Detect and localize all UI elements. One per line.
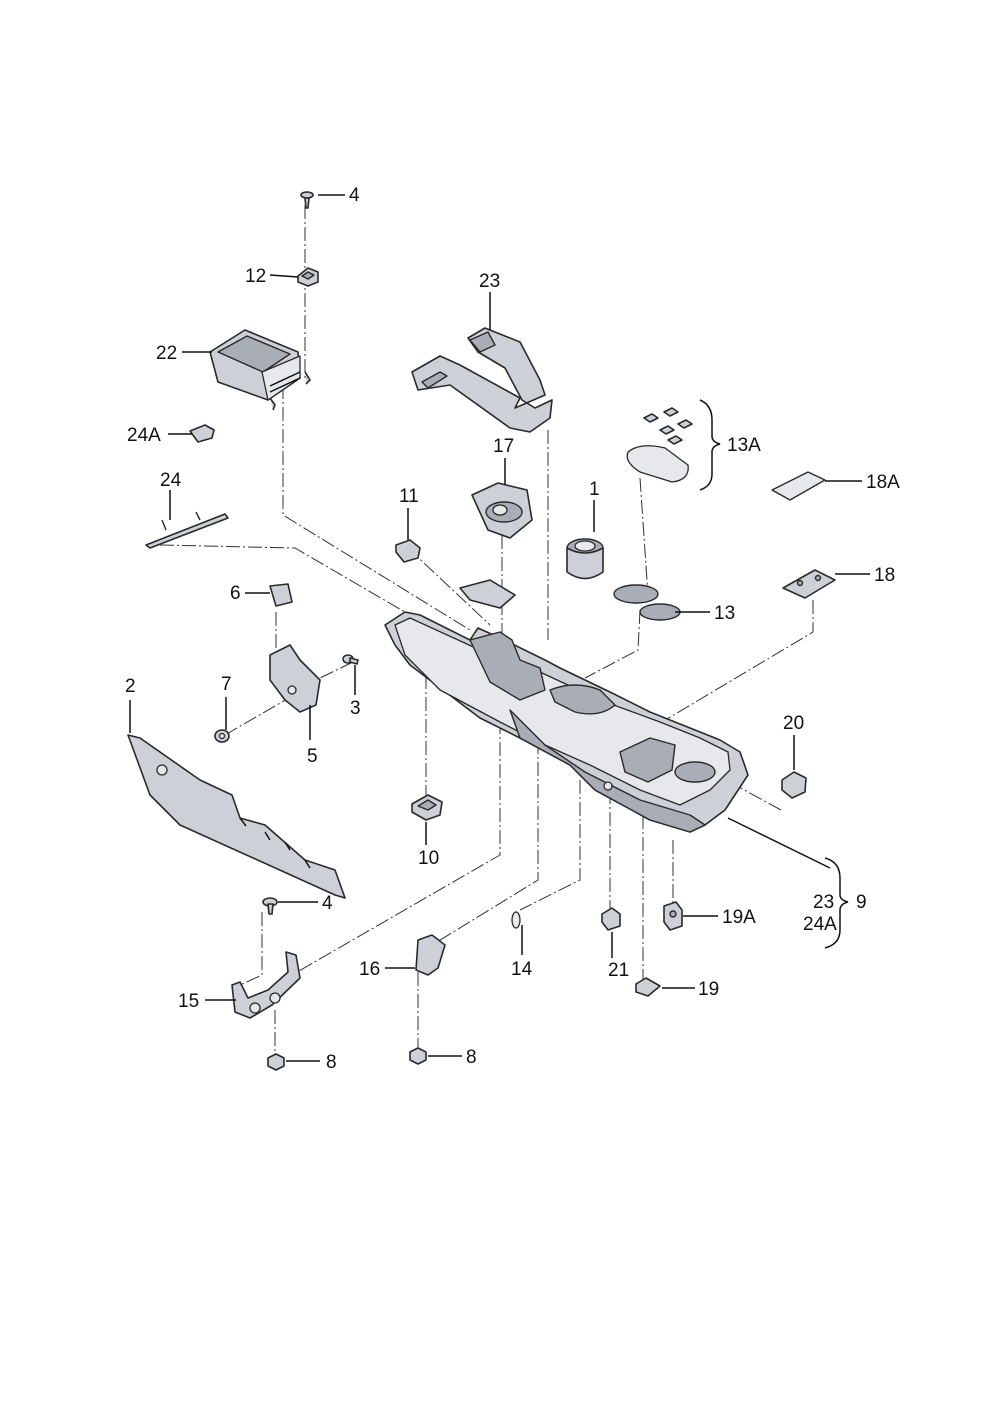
- callout-13: 13: [714, 603, 735, 624]
- callout-13A: 13A: [727, 435, 761, 456]
- callout-10: 10: [418, 848, 439, 869]
- pad-18A: [771, 471, 826, 501]
- callout-labels: 4 12 22 24A 24 23 17 11 1 13A 18A 18 13 …: [125, 185, 900, 1073]
- callout-22: 22: [156, 343, 177, 364]
- callout-23-group: 23: [813, 892, 834, 913]
- callout-18: 18: [874, 565, 895, 586]
- callout-6: 6: [230, 583, 241, 604]
- clip-10: [411, 794, 443, 821]
- side-panel-2: [127, 734, 346, 899]
- clip-20: [781, 771, 807, 799]
- callout-21: 21: [608, 960, 629, 981]
- clip-12: [297, 267, 319, 287]
- clip-7: [214, 729, 230, 743]
- clip-21: [601, 907, 621, 931]
- callout-4-lower: 4: [322, 893, 333, 914]
- leader-lines: [129, 194, 870, 1062]
- screw-3: [342, 654, 359, 665]
- screw-4-top: [300, 191, 314, 209]
- callout-20: 20: [783, 713, 804, 734]
- callout-9: 9: [856, 892, 867, 913]
- callout-2: 2: [125, 676, 136, 697]
- clip-11: [395, 539, 421, 563]
- trim-strip-24: [145, 511, 229, 549]
- callout-5: 5: [307, 746, 318, 767]
- clip-24A: [189, 424, 215, 443]
- callout-12: 12: [245, 266, 266, 287]
- callout-24: 24: [160, 470, 182, 491]
- gear-surround-23: [411, 327, 553, 433]
- bracket-16: [415, 934, 446, 976]
- callout-17: 17: [493, 436, 514, 457]
- cup-insert-1: [566, 538, 604, 580]
- nut-8-left: [267, 1053, 285, 1071]
- callout-19: 19: [698, 979, 719, 1000]
- mats-13: [613, 584, 681, 621]
- screw-4-lower: [262, 897, 278, 915]
- callout-8-right: 8: [466, 1047, 477, 1068]
- callout-24A-group: 24A: [803, 914, 837, 935]
- plug-14: [511, 911, 521, 929]
- clip-19: [635, 977, 661, 997]
- center-console-9: [384, 579, 749, 833]
- callout-4-top: 4: [349, 185, 360, 206]
- callout-1: 1: [589, 479, 600, 500]
- callout-7: 7: [221, 674, 232, 695]
- callout-14: 14: [511, 959, 533, 980]
- callout-23-top: 23: [479, 271, 500, 292]
- callout-3: 3: [350, 698, 361, 719]
- bracket-18: [782, 569, 836, 599]
- gear-boot-17: [471, 482, 533, 539]
- bracket-5: [269, 644, 321, 713]
- pads-13A: [626, 407, 693, 483]
- callout-24A-left: 24A: [127, 425, 161, 446]
- clip-19A: [663, 901, 683, 931]
- callout-15: 15: [178, 991, 199, 1012]
- callout-16: 16: [359, 959, 380, 980]
- callout-19A: 19A: [722, 907, 756, 928]
- bracket-15: [231, 951, 301, 1019]
- assembly-lines: [159, 205, 814, 1055]
- callout-11: 11: [399, 486, 419, 507]
- callout-8-left: 8: [326, 1052, 337, 1073]
- nut-8-right: [409, 1047, 427, 1065]
- storage-tray-22: [209, 329, 311, 411]
- clip-6: [269, 583, 293, 607]
- callout-18A: 18A: [866, 472, 900, 493]
